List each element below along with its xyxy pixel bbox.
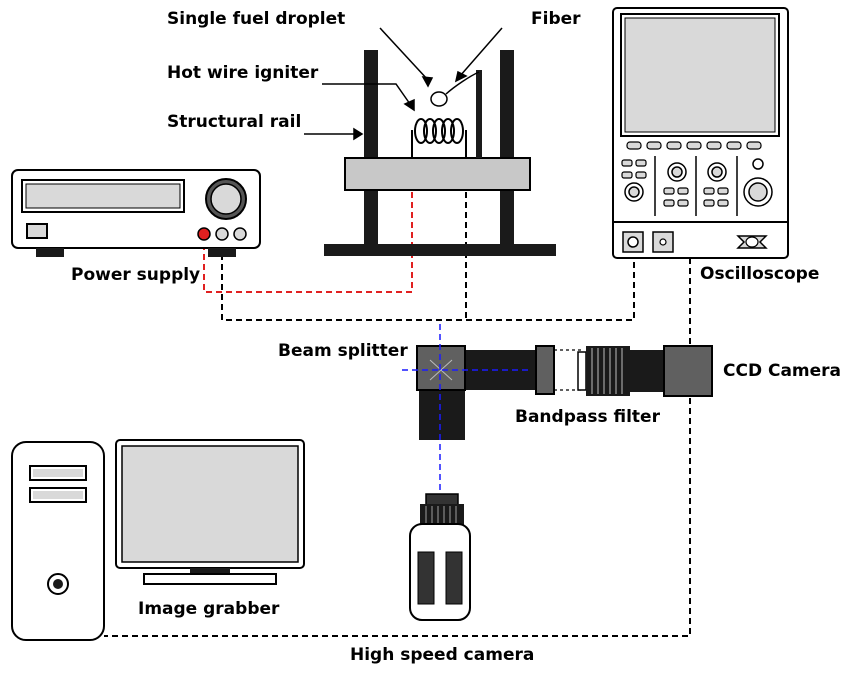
label-power-supply: Power supply: [71, 265, 201, 285]
label-hot-wire-igniter: Hot wire igniter: [167, 63, 319, 83]
power-lead-black: [221, 244, 635, 321]
label-bandpass-filter: Bandpass filter: [515, 407, 660, 427]
bandpass-filter: [535, 345, 555, 395]
label-structural-rail: Structural rail: [167, 112, 302, 132]
label-single-fuel-droplet: Single fuel droplet: [167, 9, 346, 29]
optical-train: [416, 345, 713, 440]
label-oscilloscope: Oscilloscope: [700, 264, 820, 284]
monitor: [115, 439, 305, 585]
oscilloscope: [612, 7, 789, 259]
label-high-speed-camera: High speed camera: [350, 645, 535, 665]
computer-tower: [11, 441, 105, 641]
label-beam-splitter: Beam splitter: [278, 341, 408, 361]
power-supply: [11, 169, 261, 257]
hot-wire-igniter-coil: [411, 118, 467, 158]
high-speed-camera: [409, 493, 471, 621]
power-lead-red: [203, 192, 413, 293]
label-ccd-camera: CCD Camera: [723, 361, 842, 381]
label-image-grabber: Image grabber: [138, 599, 280, 619]
combustion-rig: [324, 50, 556, 256]
ccd-camera-body: [663, 345, 713, 397]
label-fiber: Fiber: [531, 9, 581, 29]
fuel-droplet: [430, 91, 448, 107]
beam-splitter-cube: [416, 345, 466, 391]
callouts: [304, 27, 503, 141]
optical-axes: [402, 324, 530, 500]
